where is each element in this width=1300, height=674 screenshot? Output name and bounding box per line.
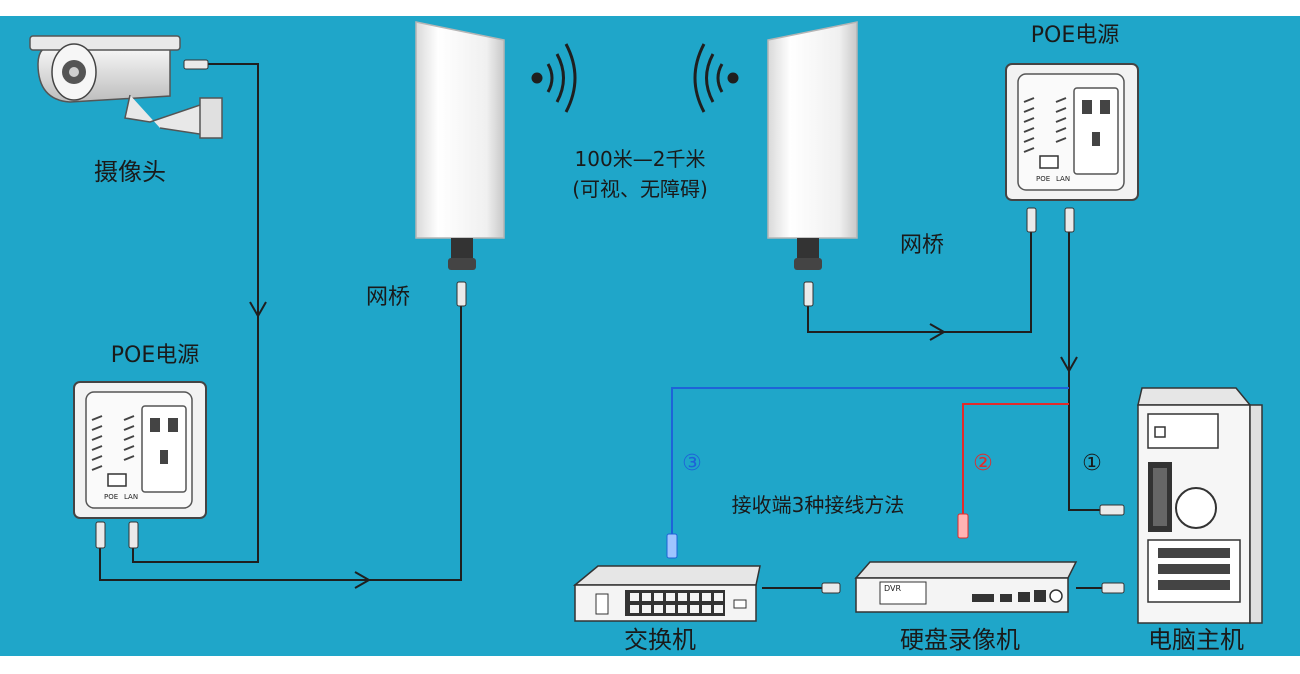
poe-left-port-poe: POE — [104, 493, 118, 501]
pc-tower-icon — [1137, 387, 1263, 624]
poe-right-label: POE电源 — [1031, 23, 1119, 48]
poe-left-port-lan: LAN — [124, 493, 138, 501]
top-band — [0, 0, 1300, 16]
camera-icon — [29, 35, 223, 139]
distance-line-2: (可视、无障碍) — [572, 177, 708, 201]
wire-method-2 — [962, 403, 1069, 518]
wifi-signal-left-icon — [531, 43, 577, 113]
nvr-label: 硬盘录像机 — [900, 626, 1020, 654]
bridge-left-label: 网桥 — [366, 285, 410, 310]
distance-line-1: 100米—2千米 — [575, 147, 706, 171]
switch-label: 交换机 — [624, 626, 696, 654]
wire-method-3 — [671, 387, 1069, 538]
bridge-left-icon — [415, 21, 505, 270]
arrow-down-right — [1060, 356, 1078, 374]
poe-left-icon: POE LAN — [73, 381, 207, 519]
pc-label: 电脑主机 — [1148, 626, 1244, 654]
connector-plugs — [95, 59, 1125, 594]
poe-right-icon: POE LAN — [1005, 63, 1139, 201]
marker-1: ① — [1082, 451, 1102, 476]
method-note: 接收端3种接线方法 — [732, 493, 905, 517]
poe-right-port-poe: POE — [1036, 175, 1050, 183]
bridge-right-label: 网桥 — [900, 233, 944, 258]
arrow-down-left — [249, 301, 267, 319]
bottom-band — [0, 656, 1300, 670]
bridge-right-icon — [767, 21, 858, 270]
arrow-right-bottom — [354, 571, 372, 589]
nvr-icon: DVR — [854, 561, 1078, 613]
wires — [99, 63, 1104, 589]
arrow-right-mid — [929, 323, 947, 341]
camera-label: 摄像头 — [94, 158, 166, 186]
poe-right-port-lan: LAN — [1056, 175, 1070, 183]
switch-icon — [572, 565, 761, 622]
poe-left-label: POE电源 — [111, 343, 199, 368]
marker-2: ② — [973, 451, 993, 476]
marker-3: ③ — [682, 451, 702, 476]
wifi-signal-right-icon — [693, 43, 739, 113]
nvr-badge: DVR — [884, 584, 901, 593]
